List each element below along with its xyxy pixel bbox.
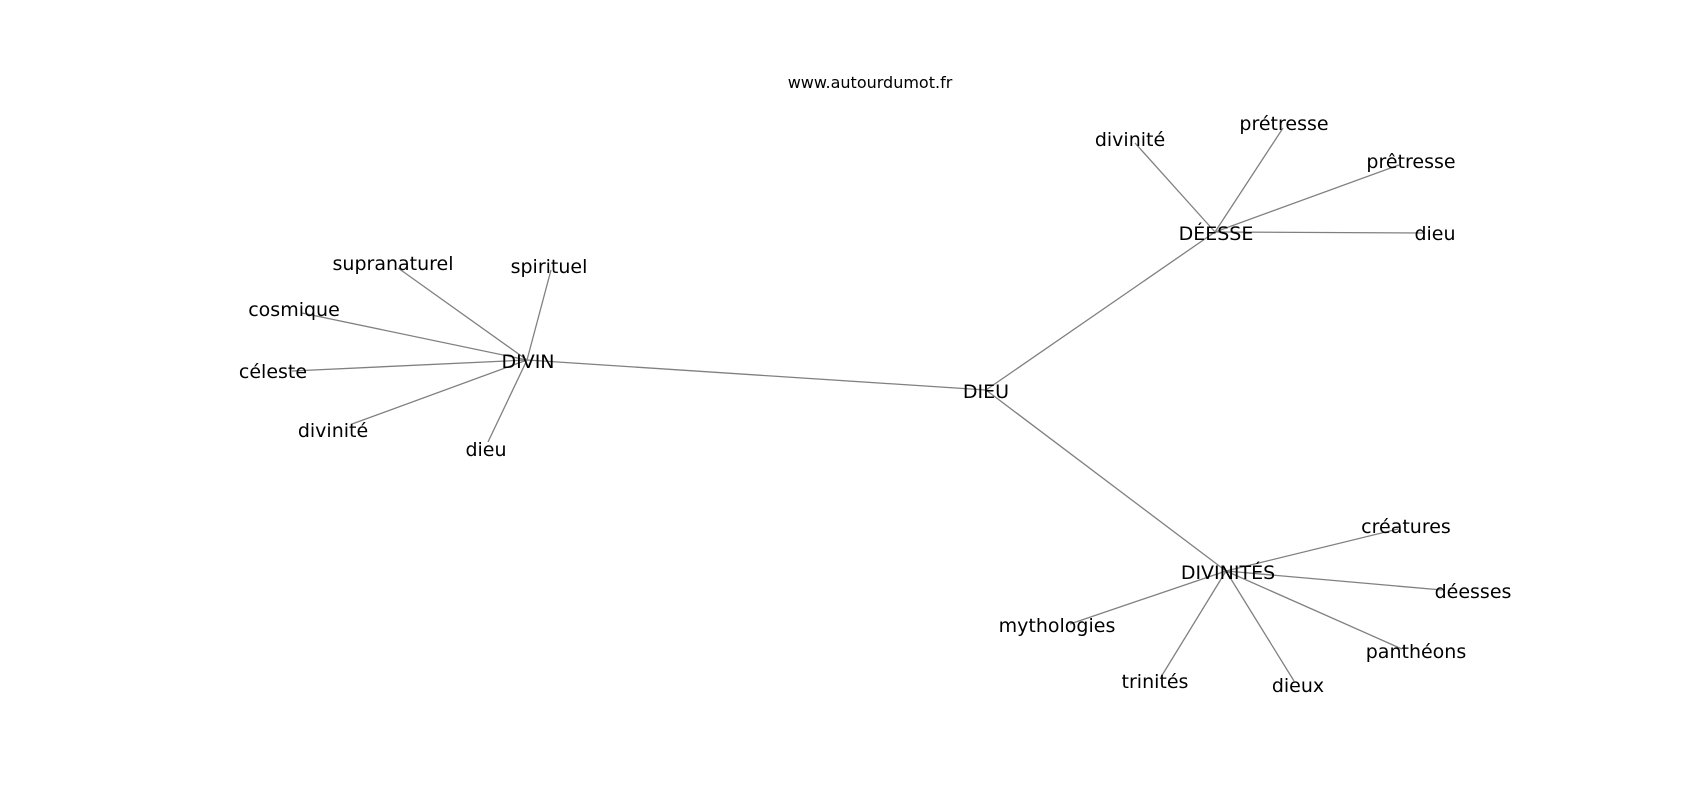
edge-divin-divin_spirituel	[526, 269, 552, 361]
node-divin_spirituel[interactable]: spirituel	[511, 256, 588, 278]
edge-divin-divin_dieu	[487, 359, 528, 443]
edge-divinites-divinites_deesses	[1225, 570, 1443, 591]
edge-dieu_center-deesse	[985, 231, 1216, 391]
edge-divin-divin_divinite	[351, 359, 528, 425]
node-divin_dieu[interactable]: dieu	[465, 439, 506, 461]
node-deesse_pretresse_circ[interactable]: prêtresse	[1366, 151, 1455, 173]
node-divin_cosmique[interactable]: cosmique	[248, 299, 340, 321]
edge-deesse-deesse_pretresse_aigu	[1214, 127, 1284, 233]
edge-divinites-divinites_mythologies	[1069, 570, 1227, 625]
edge-dieu_center-divin	[526, 359, 987, 391]
edge-deesse-deesse_divinite	[1134, 142, 1216, 233]
node-divin_supranaturel[interactable]: supranaturel	[333, 253, 454, 275]
node-divin_divinite[interactable]: divinité	[298, 420, 368, 442]
site-credit[interactable]: www.autourdumot.fr	[788, 73, 953, 92]
node-divinites_mythologies[interactable]: mythologies	[999, 615, 1116, 637]
edge-deesse-deesse_dieu	[1214, 231, 1426, 234]
edge-divinites-divinites_pantheons	[1225, 570, 1403, 650]
label-layer: www.autourdumot.fr DIEU DIVIN DÉESSE DIVINI…	[239, 73, 1511, 697]
node-divin_celeste[interactable]: céleste	[239, 361, 307, 383]
node-deesse_divinite[interactable]: divinité	[1095, 129, 1165, 151]
node-deesse[interactable]: DÉESSE	[1179, 222, 1254, 245]
node-divin[interactable]: DIVIN	[501, 351, 554, 373]
node-divinites_dieux[interactable]: dieux	[1272, 675, 1324, 697]
edge-dieu_center-divinites	[985, 389, 1227, 572]
edge-divin-divin_cosmique	[301, 312, 528, 361]
node-dieu_center[interactable]: DIEU	[963, 381, 1009, 403]
edge-divinites-divinites_trinites	[1160, 570, 1227, 678]
edge-deesse-deesse_pretresse_circ	[1214, 164, 1400, 233]
node-divinites[interactable]: DIVINITÉS	[1181, 561, 1275, 584]
node-deesse_pretresse_aigu[interactable]: prétresse	[1239, 113, 1328, 135]
node-divinites_trinites[interactable]: trinités	[1122, 671, 1189, 693]
node-divinites_creatures[interactable]: créatures	[1361, 516, 1451, 538]
edge-divinites-divinites_creatures	[1225, 528, 1399, 572]
edge-divin-divin_supranaturel	[397, 267, 528, 361]
edge-divinites-divinites_dieux	[1225, 570, 1295, 682]
node-divinites_deesses[interactable]: déesses	[1435, 581, 1512, 603]
node-deesse_dieu[interactable]: dieu	[1414, 223, 1455, 245]
edge-divin-divin_celeste	[291, 359, 528, 372]
node-divinites_pantheons[interactable]: panthéons	[1366, 641, 1467, 663]
edge-layer	[291, 127, 1443, 682]
